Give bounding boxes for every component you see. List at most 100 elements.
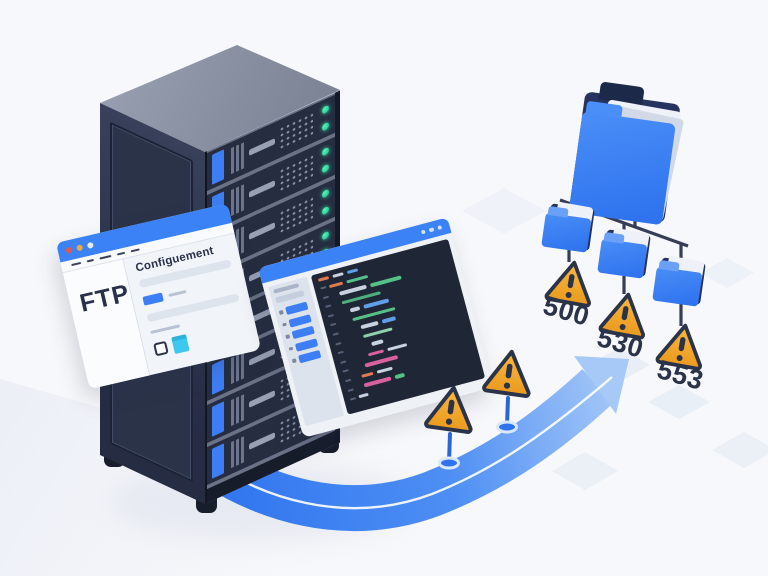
file-name-chip[interactable] (287, 313, 312, 328)
status-led (322, 104, 329, 115)
status-led (322, 188, 329, 199)
server-vent-slat (231, 398, 234, 427)
editor-tab[interactable] (346, 268, 359, 275)
code-token (387, 343, 408, 352)
code-token (363, 298, 390, 309)
folder-front (597, 231, 648, 279)
status-led (322, 146, 329, 157)
file-icon (285, 334, 290, 339)
server-vent-slat (231, 146, 234, 175)
window-control-dot[interactable] (86, 241, 95, 249)
server-vent-slat (236, 186, 239, 214)
file-name-chip[interactable] (297, 350, 321, 364)
server-vent-slat (236, 354, 239, 382)
code-token (394, 373, 406, 379)
warning-sign-pole (505, 396, 510, 428)
folder-front (652, 259, 703, 307)
file-name-chip[interactable] (291, 325, 315, 340)
server-vent-slat (241, 394, 244, 422)
status-led (322, 205, 329, 216)
server-vent-slat (231, 188, 234, 217)
editor-tab[interactable] (317, 276, 330, 282)
window-control-dot[interactable] (65, 246, 73, 254)
warning-sign-base (438, 456, 460, 470)
folder-front (541, 205, 592, 253)
window-control-dot[interactable] (436, 224, 443, 231)
warning-triangle-icon (422, 380, 480, 436)
line-number (335, 341, 342, 346)
code-token (358, 392, 369, 399)
server-handle (249, 432, 275, 450)
server-rack (95, 45, 355, 525)
server-vent-slat (241, 184, 244, 212)
ftp-blue-button[interactable] (142, 292, 164, 306)
file-name-chip[interactable] (294, 337, 318, 352)
line-number (340, 360, 347, 364)
code-token (361, 371, 374, 379)
editor-tab[interactable] (332, 272, 344, 278)
subfolder-icon (541, 201, 597, 255)
file-icon (278, 310, 284, 315)
menu-item[interactable] (130, 248, 140, 253)
server-handle (249, 180, 275, 198)
server-handle (249, 138, 275, 156)
file-icon (291, 358, 297, 363)
file-name-chip[interactable] (284, 301, 308, 316)
server-vent-slat (241, 142, 244, 170)
line-number (322, 295, 329, 299)
code-token (376, 366, 393, 374)
code-token (381, 316, 397, 324)
ftp-label: FTP (77, 279, 133, 318)
server-vent-grid (279, 195, 313, 236)
line-number (337, 350, 344, 355)
menu-item[interactable] (99, 254, 112, 260)
code-token (367, 349, 385, 357)
server-vent-slat (236, 396, 239, 424)
warning-triangle-icon (480, 344, 538, 400)
window-control-dot[interactable] (428, 227, 435, 233)
code-token (371, 339, 384, 346)
folder-tab (547, 205, 569, 218)
menu-item[interactable] (116, 251, 126, 256)
line-number (320, 286, 327, 290)
server-vent-slat (236, 144, 239, 172)
server-drive-bay (212, 401, 224, 437)
floor-tile (700, 258, 754, 288)
window-control-dot[interactable] (76, 244, 84, 252)
window-control-dot[interactable] (420, 229, 426, 235)
server-drive-bay (212, 443, 224, 479)
code-token (363, 376, 392, 388)
floor-tile (552, 452, 618, 490)
line-number (332, 332, 339, 336)
ftp-checkbox[interactable] (153, 340, 169, 357)
server-vent-slat (236, 438, 239, 466)
status-led (322, 163, 329, 174)
subfolder-icon (597, 227, 653, 281)
ftp-field-label (150, 324, 181, 334)
server-vent-slat (231, 440, 234, 469)
ftp-field-label (168, 289, 187, 297)
code-token (328, 281, 344, 289)
status-led (322, 121, 329, 132)
server-drive-bay (212, 359, 224, 395)
line-number (325, 304, 332, 309)
menu-item[interactable] (71, 261, 82, 267)
menu-item[interactable] (86, 258, 95, 263)
server-vent-slat (241, 226, 244, 254)
warning-sign-pole (447, 432, 452, 464)
server-vent-grid (279, 111, 313, 152)
server-vent-slat (231, 356, 234, 385)
line-number (349, 397, 357, 401)
line-number (347, 387, 354, 392)
server-handle (249, 222, 275, 240)
code-token (339, 285, 367, 296)
line-number (327, 313, 334, 318)
file-icon (282, 322, 287, 327)
floor-tile (712, 432, 768, 468)
code-token (346, 274, 369, 284)
file-list-item[interactable] (291, 349, 324, 365)
server-drive-bay (212, 149, 224, 185)
warning-sign-base (496, 420, 518, 434)
folder-tab (658, 259, 680, 272)
